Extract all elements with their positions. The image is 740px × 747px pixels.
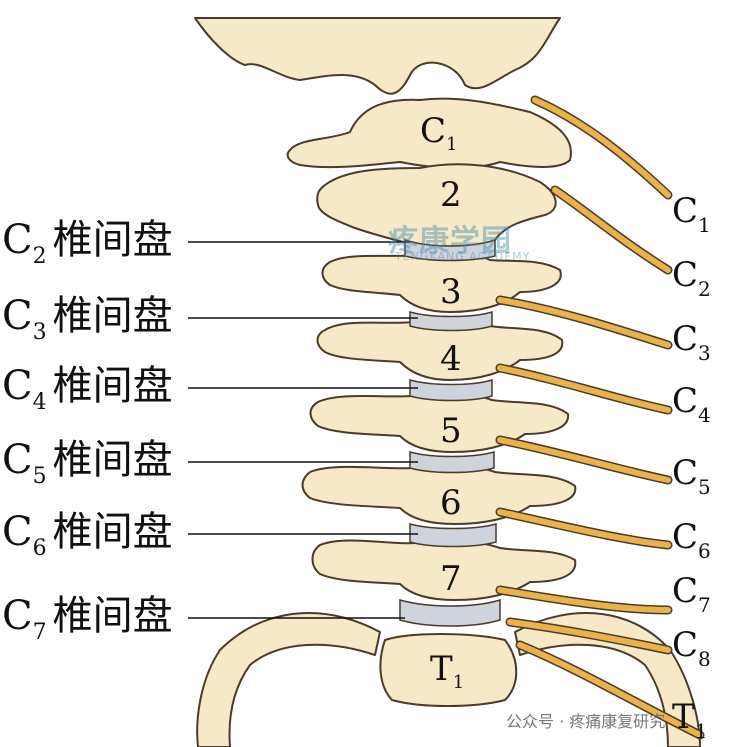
occipital-bone	[194, 17, 561, 95]
c2-axis	[316, 163, 557, 251]
nerve-root-t1	[517, 642, 703, 738]
nerve-label-c7: C7	[672, 571, 711, 617]
c5-label: 5	[440, 411, 462, 451]
nerve-root-c4	[497, 365, 671, 413]
nerve-label-c6: C6	[672, 517, 711, 563]
c5-disc	[409, 451, 495, 474]
t1-vertebra	[379, 633, 518, 707]
watermark-logo-subtext: TENGKANG ACADEMY	[395, 250, 531, 263]
leader-lines	[188, 241, 418, 619]
nerve-root-c3	[497, 297, 671, 348]
c2-label: 2	[440, 175, 462, 215]
nerve-label-t1: T1	[672, 697, 708, 743]
nerve-label-c3: C3	[672, 319, 711, 365]
nerve-label-c5: C5	[672, 453, 711, 499]
wechat-account-watermark: 公众号 · 疼痛康复研究	[506, 712, 666, 731]
nerve-root-c2	[552, 187, 671, 273]
c4-disc	[409, 378, 493, 402]
c6-label: 6	[440, 483, 462, 523]
nerve-label-c8: C8	[672, 625, 711, 671]
c7-label: 7	[440, 559, 462, 599]
nerve-root-c6	[497, 509, 671, 548]
t1-label: T1	[430, 649, 465, 693]
nerve-label-c2: C2	[672, 255, 711, 301]
nerve-roots	[497, 97, 703, 738]
c3-label: 3	[440, 272, 462, 312]
nerve-root-c8	[507, 619, 671, 653]
c3-disc	[409, 310, 493, 332]
watermark-logo-text: 疼康学园	[388, 224, 512, 259]
c1-label: C1	[420, 111, 458, 155]
c7-disc	[399, 598, 501, 627]
c2-disc	[404, 238, 496, 262]
nerve-label-c4: C4	[672, 381, 711, 427]
nerve-root-c5	[497, 437, 671, 483]
nerve-label-c1: C1	[672, 191, 711, 237]
c6-disc	[409, 523, 497, 548]
left-rib	[196, 612, 381, 747]
nerve-root-c1	[532, 97, 671, 198]
nerve-root-c7	[497, 587, 671, 613]
c4-label: 4	[440, 339, 462, 379]
c1-atlas	[286, 97, 572, 170]
